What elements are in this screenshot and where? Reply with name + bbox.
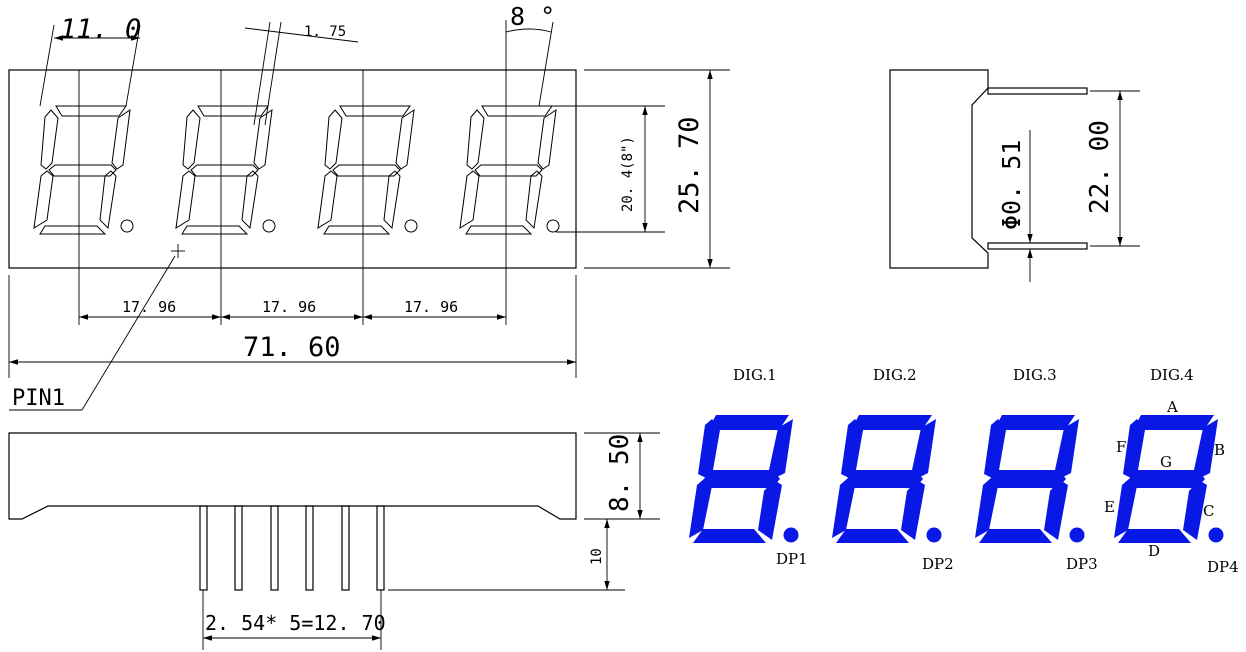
pin-2 [234, 505, 243, 591]
outline-digit-1 [33, 105, 134, 235]
slant-angle-label: 8 ° [510, 2, 555, 31]
side-pin-top [987, 87, 1088, 95]
blue-digit-2 [832, 415, 942, 543]
total-width-label: 71. 60 [243, 332, 341, 363]
pitch-label-1: 17. 96 [122, 298, 176, 316]
bottom-view: 2. 54* 5=12. 70 8. 50 10 [8, 432, 660, 650]
side-pin-bottom [987, 242, 1088, 250]
dp-label-2: DP2 [922, 555, 954, 573]
digit-label-3: DIG.3 [1013, 366, 1057, 384]
segment-label-d: D [1148, 542, 1160, 560]
segment-label-a: A [1166, 398, 1178, 416]
side-depth-label: 8. 50 [605, 434, 635, 512]
segment-label-f: F [1116, 438, 1126, 456]
digit-label-1: DIG.1 [733, 366, 777, 384]
digit-height-label: 20. 4(8") [620, 136, 636, 212]
digit-width-label: 11. 0 [60, 14, 141, 45]
dp-label-1: DP1 [776, 550, 808, 568]
segment-label-b: B [1214, 441, 1225, 459]
outline-digit-2 [175, 105, 276, 235]
pin1-label: PIN1 [12, 386, 65, 411]
segment-label-e: E [1104, 498, 1115, 516]
pin-span-label: 2. 54* 5=12. 70 [205, 611, 386, 635]
outline-digit-4 [459, 105, 560, 235]
digit-label-2: DIG.2 [873, 366, 917, 384]
bottom-body-outline [8, 432, 577, 520]
display-body-outline [8, 69, 577, 269]
pins [199, 505, 385, 591]
side-view: 22. 00 Φ0. 51 [889, 69, 1140, 282]
segment-label-g: G [1160, 453, 1172, 471]
pitch-label-3: 17. 96 [404, 298, 458, 316]
pitch-label-2: 17. 96 [262, 298, 316, 316]
pin-4 [305, 505, 314, 591]
outline-digit-3 [317, 105, 418, 235]
body-height-label: 25. 70 [674, 116, 705, 214]
blue-digit-1 [689, 415, 799, 543]
front-view: 17. 96 17. 96 17. 96 71. 60 11. 0 1. 75 … [8, 2, 730, 411]
pin-length-label: 10 [589, 548, 605, 565]
side-body-outline [889, 69, 989, 269]
pin-diameter-label: Φ0. 51 [997, 140, 1026, 230]
digit-label-4: DIG.4 [1150, 366, 1194, 384]
pin-5 [341, 505, 350, 591]
dp-label-3: DP3 [1066, 555, 1098, 573]
blue-digit-4 [1114, 415, 1224, 543]
side-height-label: 22. 00 [1085, 120, 1115, 214]
pin-3 [270, 505, 279, 591]
segment-label-c: C [1203, 502, 1214, 520]
pin-6 [376, 505, 385, 591]
segment-width-label: 1. 75 [304, 24, 346, 40]
dp-label-4: DP4 [1207, 558, 1239, 576]
segment-diagram: DIG.1 DIG.2 DIG.3 DIG.4 DP1 DP2 DP3 DP4 … [689, 366, 1239, 576]
pin-1 [199, 505, 208, 591]
blue-digit-3 [975, 415, 1085, 543]
